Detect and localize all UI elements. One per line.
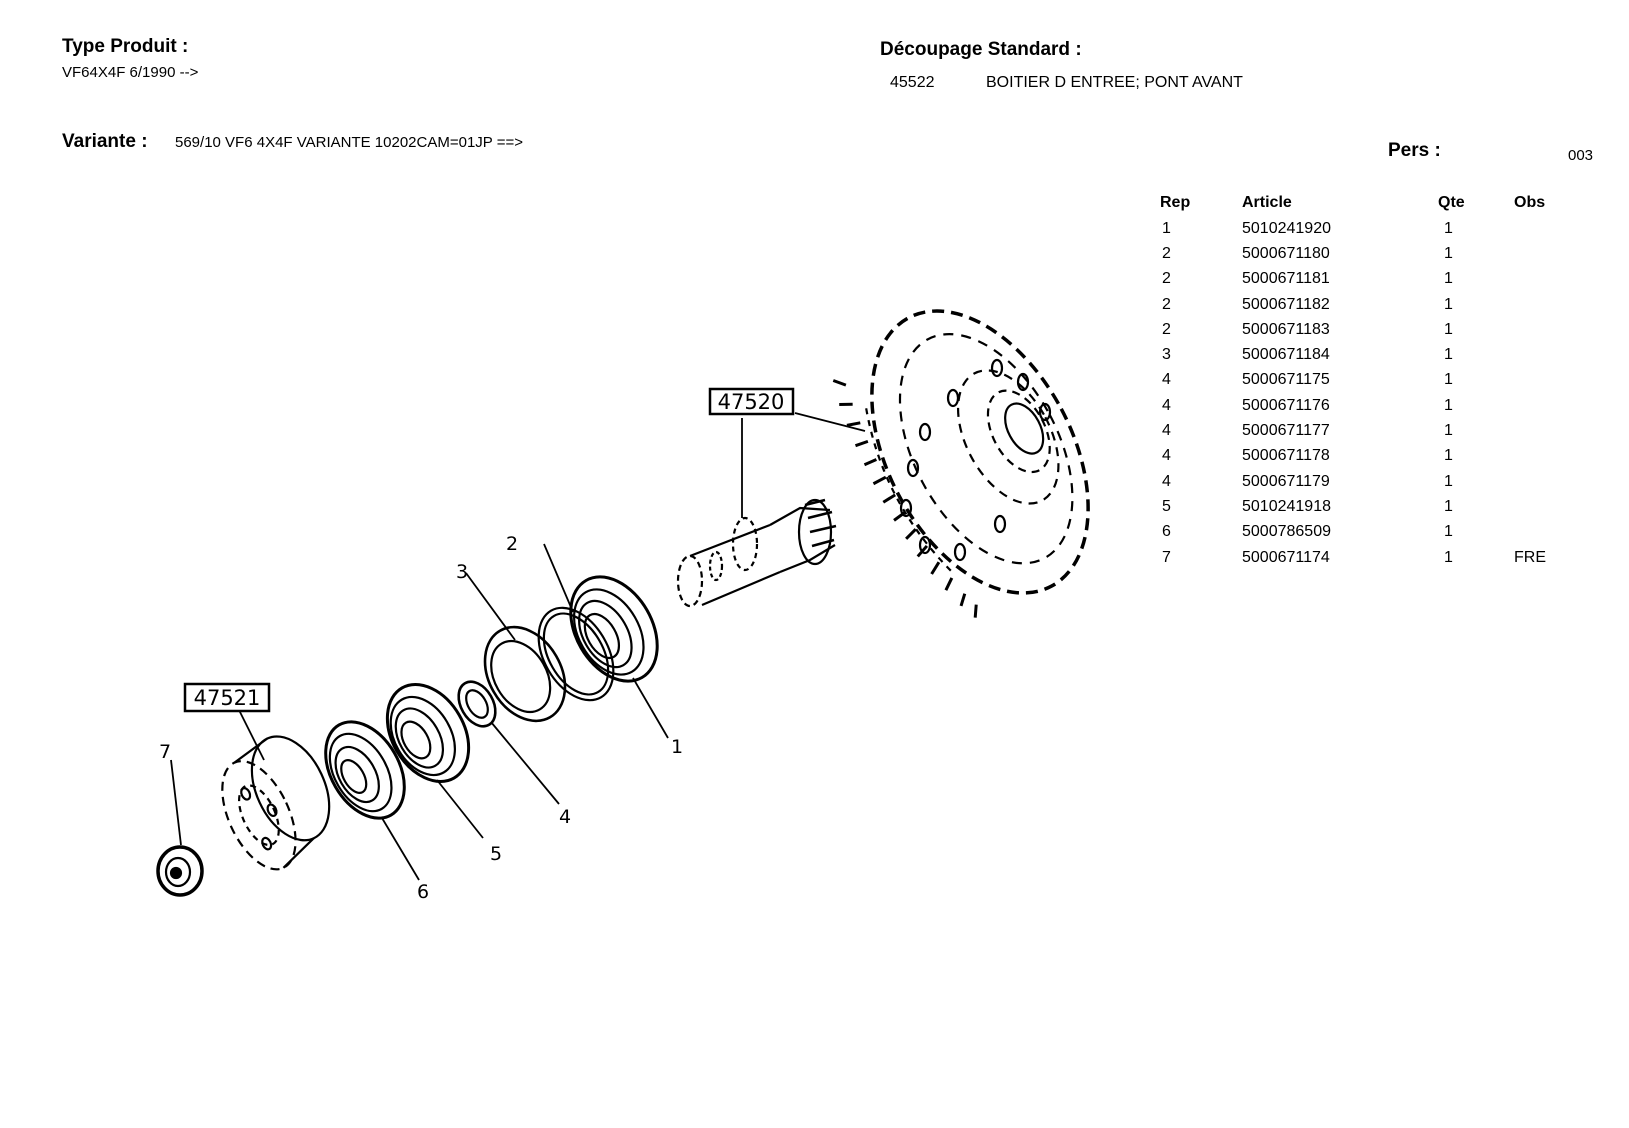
table-row: 2 5000671181 1 — [1150, 267, 1594, 292]
cell-article: 5000671181 — [1242, 270, 1330, 288]
nut-part-7 — [156, 845, 204, 897]
variante-label: Variante : — [62, 131, 148, 152]
bearing-part-1 — [569, 575, 659, 683]
cell-rep: 7 — [1162, 548, 1171, 566]
col-header-obs: Obs — [1514, 194, 1546, 211]
shim-part-2 — [537, 606, 615, 702]
cell-article: 5000671180 — [1242, 244, 1330, 262]
pers-value: 003 — [1568, 147, 1594, 164]
ref-box-47521-label: 47521 — [194, 686, 261, 710]
cell-rep: 4 — [1162, 422, 1171, 440]
col-header-rep: Rep — [1160, 194, 1191, 211]
table-row: 4 5000671177 1 — [1150, 418, 1594, 443]
callout-1: 1 — [671, 736, 683, 758]
table-row: 2 5000671182 1 — [1150, 292, 1594, 317]
cell-rep: 4 — [1162, 396, 1171, 414]
cell-qte: 1 — [1444, 219, 1453, 237]
table-header-row: Rep Article Qte Obs — [1150, 190, 1594, 216]
bearing-part-5 — [385, 683, 471, 783]
cell-qte: 1 — [1444, 371, 1453, 389]
cell-rep: 2 — [1162, 295, 1171, 313]
cell-qte: 1 — [1444, 295, 1453, 313]
table-row: 1 5010241920 1 — [1150, 216, 1594, 241]
cell-article: 5000671183 — [1242, 320, 1330, 338]
cell-rep: 1 — [1162, 219, 1171, 237]
cell-qte: 1 — [1444, 497, 1453, 515]
cell-rep: 2 — [1162, 320, 1171, 338]
table-row: 4 5000671178 1 — [1150, 444, 1594, 469]
bearing-part-6 — [324, 720, 406, 820]
table-row: 4 5000671175 1 — [1150, 368, 1594, 393]
table-row: 2 5000671180 1 — [1150, 241, 1594, 266]
pers-label: Pers : — [1388, 140, 1441, 161]
cell-rep: 4 — [1162, 371, 1171, 389]
callout-4: 4 — [559, 806, 571, 828]
spacer-part-3 — [483, 625, 567, 723]
cell-article: 5010241918 — [1242, 497, 1331, 515]
col-header-article: Article — [1242, 194, 1292, 211]
col-header-qte: Qte — [1438, 194, 1465, 211]
cell-qte: 1 — [1444, 320, 1453, 338]
variante-value: 569/10 VF6 4X4F VARIANTE 10202CAM=01JP =… — [175, 134, 523, 151]
cell-qte: 1 — [1444, 270, 1453, 288]
cell-rep: 4 — [1162, 472, 1171, 490]
table-row: 5 5010241918 1 — [1150, 494, 1594, 519]
cell-article: 5000671175 — [1242, 371, 1330, 389]
cell-qte: 1 — [1444, 396, 1453, 414]
cell-qte: 1 — [1444, 472, 1453, 490]
cell-qte: 1 — [1444, 422, 1453, 440]
decoupage-label: Découpage Standard : — [880, 39, 1082, 60]
table-row: 6 5000786509 1 — [1150, 520, 1594, 545]
cell-obs: FRE — [1514, 548, 1546, 566]
ref-box-47521 — [183, 682, 271, 713]
ring-gear — [832, 309, 1090, 618]
cell-article: 5000671178 — [1242, 447, 1330, 465]
table-row: 4 5000671179 1 — [1150, 469, 1594, 494]
type-produit-value: VF64X4F 6/1990 --> — [62, 64, 199, 81]
callout-6: 6 — [417, 881, 429, 903]
cell-article: 5000671179 — [1242, 472, 1330, 490]
cell-rep: 3 — [1162, 346, 1171, 364]
table-row: 4 5000671176 1 — [1150, 393, 1594, 418]
parts-table: Rep Article Qte Obs 1 5010241920 1 2 5000671… — [1150, 190, 1594, 570]
cell-rep: 2 — [1162, 244, 1171, 262]
cell-article: 5000786509 — [1242, 523, 1331, 541]
cell-qte: 1 — [1444, 447, 1453, 465]
table-row: 2 5000671183 1 — [1150, 317, 1594, 342]
decoupage-code: 45522 — [890, 74, 935, 91]
cell-qte: 1 — [1444, 244, 1453, 262]
pinion-shaft — [676, 498, 837, 608]
flange — [221, 735, 331, 871]
washer-part-4 — [457, 680, 497, 728]
table-body: 1 5010241920 1 2 5000671180 1 2 5000671181 1 2 500… — [1150, 216, 1594, 570]
cell-article: 5000671176 — [1242, 396, 1330, 414]
cell-qte: 1 — [1444, 523, 1453, 541]
ref-box-47520-label: 47520 — [718, 390, 785, 414]
ring-gear-bolt-holes — [899, 358, 1052, 562]
cell-article: 5010241920 — [1242, 219, 1331, 237]
cell-rep: 5 — [1162, 497, 1171, 515]
cell-rep: 6 — [1162, 523, 1171, 541]
cell-qte: 1 — [1444, 548, 1453, 566]
callout-7: 7 — [159, 741, 171, 763]
type-produit-label: Type Produit : — [62, 36, 189, 57]
callout-5: 5 — [490, 843, 502, 865]
decoupage-description: BOITIER D ENTREE; PONT AVANT — [986, 74, 1243, 91]
cell-article: 5000671184 — [1242, 346, 1330, 364]
cell-rep: 2 — [1162, 270, 1171, 288]
callout-3: 3 — [456, 561, 468, 583]
leader-lines — [170, 412, 866, 881]
table-row: 7 5000671174 1 FRE — [1150, 545, 1594, 570]
cell-article: 5000671182 — [1242, 295, 1330, 313]
cell-article: 5000671177 — [1242, 422, 1330, 440]
table-row: 3 5000671184 1 — [1150, 342, 1594, 367]
ref-box-47520 — [708, 387, 795, 416]
callout-2: 2 — [506, 533, 518, 555]
cell-article: 5000671174 — [1242, 548, 1330, 566]
cell-rep: 4 — [1162, 447, 1171, 465]
cell-qte: 1 — [1444, 346, 1453, 364]
